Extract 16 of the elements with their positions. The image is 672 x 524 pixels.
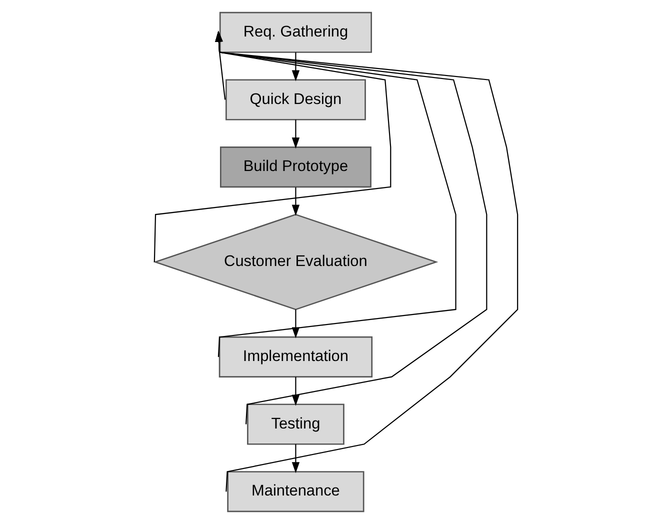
arrow — [215, 30, 456, 357]
arrow — [215, 30, 488, 424]
arrow — [292, 52, 300, 82]
arrow — [292, 444, 300, 474]
node-diamond: Customer Evaluation — [153, 214, 438, 310]
node-box: Implementation — [218, 336, 373, 378]
arrow — [154, 30, 392, 262]
node-box: Testing — [247, 404, 344, 445]
arrow — [292, 120, 300, 149]
node-box: Req. Gathering — [219, 12, 372, 53]
node-box: Quick Design — [226, 79, 366, 120]
arrow — [215, 30, 226, 100]
arrow — [215, 30, 518, 492]
arrow — [292, 187, 300, 216]
node-box: Build Prototype — [220, 146, 372, 188]
node-box: Maintenance — [227, 471, 364, 512]
